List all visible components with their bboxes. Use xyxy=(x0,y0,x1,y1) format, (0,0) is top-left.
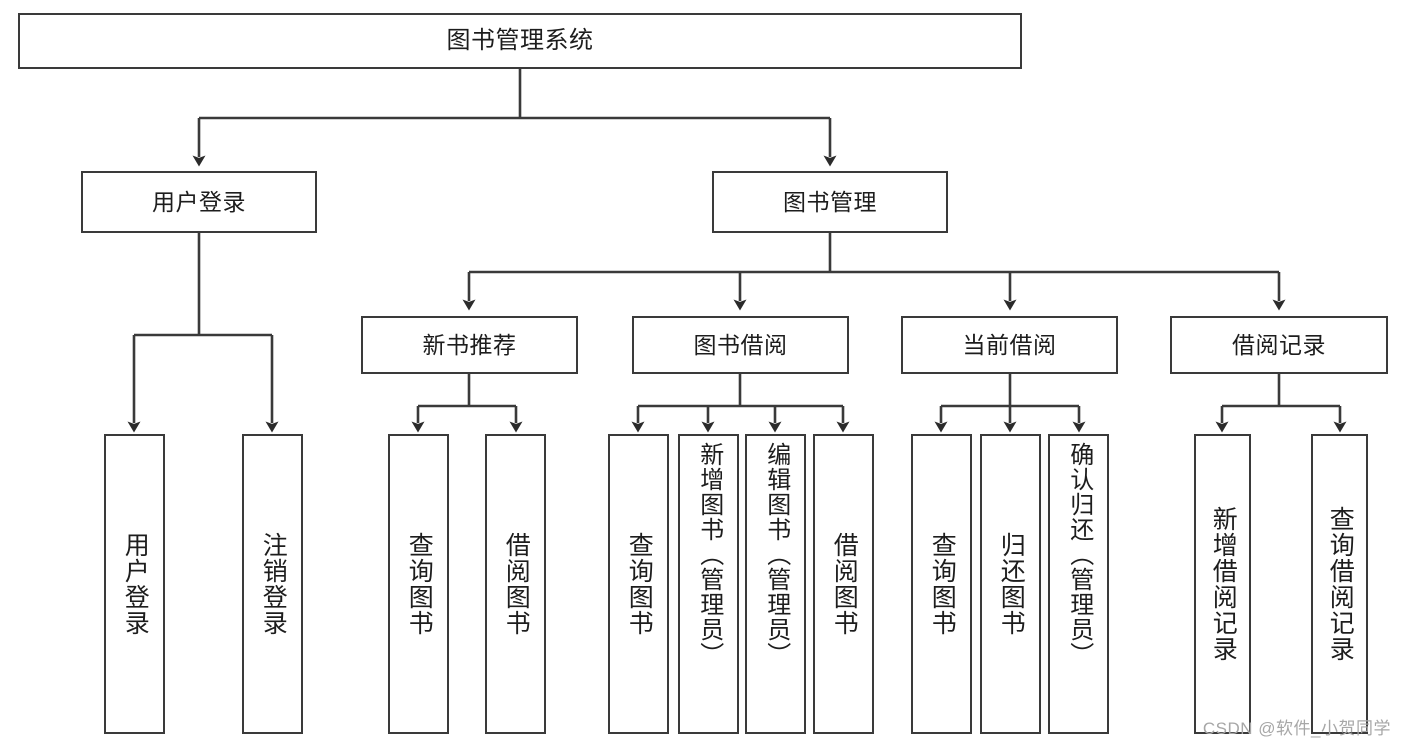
node-label: 当前借阅 xyxy=(962,331,1057,358)
node-label: 新增借阅记录 xyxy=(1209,506,1238,662)
node-label: 注销登录 xyxy=(259,532,288,636)
node-label: 查询借阅记录 xyxy=(1326,506,1355,662)
node-label: 借阅图书 xyxy=(502,532,531,636)
leaf-record-query-record[interactable]: 查询借阅记录 xyxy=(1311,434,1368,734)
node-label: 图书管理系统 xyxy=(446,27,594,55)
leaf-borrow-borrow-book[interactable]: 借阅图书 xyxy=(813,434,874,734)
node-label: 图书管理 xyxy=(783,188,877,215)
node-label: 查询图书 xyxy=(405,532,434,636)
leaf-borrow-edit-book[interactable]: 编辑图书（管理员） xyxy=(745,434,806,734)
node-label: 图书借阅 xyxy=(693,331,788,358)
leaf-borrow-query-book[interactable]: 查询图书 xyxy=(608,434,669,734)
leaf-current-confirm-return[interactable]: 确认归还（管理员） xyxy=(1048,434,1109,734)
node-label: 归还图书 xyxy=(997,532,1026,636)
node-label: 编辑图书（管理员） xyxy=(762,442,790,667)
leaf-current-query-book[interactable]: 查询图书 xyxy=(911,434,972,734)
leaf-user-logout[interactable]: 注销登录 xyxy=(242,434,303,734)
node-root-system[interactable]: 图书管理系统 xyxy=(18,13,1022,69)
node-book-management[interactable]: 图书管理 xyxy=(712,171,948,233)
node-current-borrow[interactable]: 当前借阅 xyxy=(901,316,1118,374)
node-book-borrow[interactable]: 图书借阅 xyxy=(632,316,849,374)
node-user-login[interactable]: 用户登录 xyxy=(81,171,317,233)
node-label: 查询图书 xyxy=(928,532,957,636)
node-label: 新书推荐 xyxy=(422,331,517,358)
leaf-borrow-add-book[interactable]: 新增图书（管理员） xyxy=(678,434,739,734)
leaf-recommend-borrow-book[interactable]: 借阅图书 xyxy=(485,434,546,734)
node-label: 确认归还（管理员） xyxy=(1065,442,1093,667)
csdn-watermark: CSDN @软件_小贺同学 xyxy=(1202,719,1391,738)
node-label: 查询图书 xyxy=(625,532,654,636)
leaf-user-login[interactable]: 用户登录 xyxy=(104,434,165,734)
leaf-record-add-record[interactable]: 新增借阅记录 xyxy=(1194,434,1251,734)
node-label: 用户登录 xyxy=(152,188,246,215)
node-new-book-recommend[interactable]: 新书推荐 xyxy=(361,316,578,374)
node-label: 借阅记录 xyxy=(1232,331,1326,358)
node-label: 新增图书（管理员） xyxy=(695,442,723,667)
leaf-recommend-query-book[interactable]: 查询图书 xyxy=(388,434,449,734)
leaf-current-return-book[interactable]: 归还图书 xyxy=(980,434,1041,734)
node-label: 借阅图书 xyxy=(830,532,859,636)
node-label: 用户登录 xyxy=(121,532,150,636)
node-borrow-record[interactable]: 借阅记录 xyxy=(1170,316,1388,374)
